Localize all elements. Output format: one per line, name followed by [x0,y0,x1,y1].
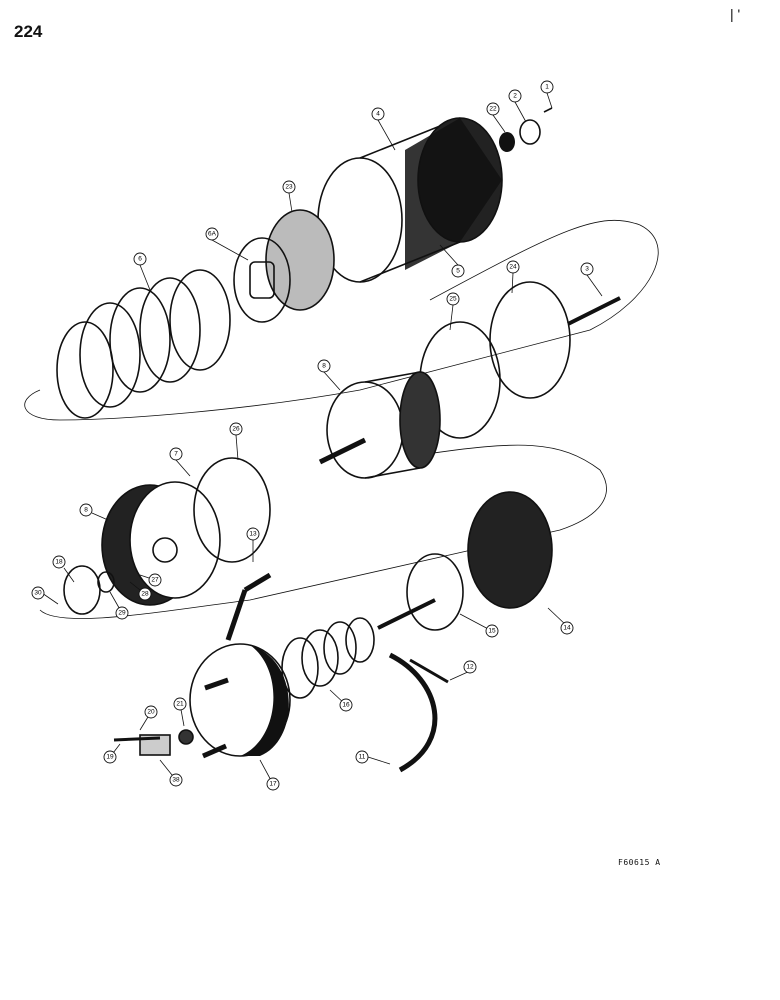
svg-text:24: 24 [509,264,517,271]
svg-text:29: 29 [118,610,126,617]
spring-16 [281,617,375,699]
svg-text:6A: 6A [208,231,217,238]
svg-text:23: 23 [285,184,293,191]
corner-mark: | ' [730,6,741,22]
leader-lines [41,92,603,785]
callout-1: 1 [540,80,554,94]
callout-17: 17 [266,777,280,791]
svg-text:17: 17 [269,781,277,788]
svg-text:21: 21 [176,701,184,708]
callout-7: 7 [169,447,183,461]
callout-8-piston: 8 [317,359,331,373]
cover-17 [189,572,291,759]
gasket-26 [193,457,271,563]
svg-text:25: 25 [449,296,457,303]
group-outline-lower [39,444,607,619]
svg-text:7: 7 [174,451,178,458]
group-outline-upper [24,219,659,421]
cap-parts [499,107,553,152]
spring-coils [56,269,231,419]
svg-text:3: 3 [585,266,589,273]
callout-4: 4 [371,107,385,121]
clevis-parts [113,729,194,756]
callout-2: 2 [508,89,522,103]
svg-text:27: 27 [151,577,159,584]
svg-text:8: 8 [84,507,88,514]
callout-14: 14 [560,621,574,635]
svg-text:13: 13 [249,531,257,538]
callout-8-housing: 8 [79,503,93,517]
disc-parts [233,209,335,323]
callout-20: 20 [144,705,158,719]
clamp-11 [388,652,438,773]
svg-text:18: 18 [55,559,63,566]
callout-21: 21 [173,697,187,711]
ring-24 [489,281,571,399]
callout-3: 3 [580,262,594,276]
svg-text:8: 8 [322,363,326,370]
callout-15: 15 [485,624,499,638]
callout-29: 29 [115,606,129,620]
svg-text:16: 16 [342,702,350,709]
svg-text:6: 6 [138,256,142,263]
callout-6A: 6A [205,227,219,241]
callout-30: 30 [31,586,45,600]
svg-text:26: 26 [232,426,240,433]
svg-text:11: 11 [359,754,366,761]
callout-16: 16 [339,698,353,712]
svg-text:28: 28 [141,591,149,598]
svg-text:4: 4 [376,111,380,118]
svg-text:30: 30 [34,590,42,597]
svg-text:38: 38 [172,777,180,784]
callout-13: 13 [246,527,260,541]
bolt-3 [567,296,621,326]
svg-text:14: 14 [563,625,571,632]
callout-26: 26 [229,422,243,436]
callout-22: 22 [486,102,500,116]
housing-part [317,117,503,283]
callout-25: 25 [446,292,460,306]
svg-text:22: 22 [489,106,497,113]
callout-23: 23 [282,180,296,194]
callout-6: 6 [133,252,147,266]
callout-24: 24 [506,260,520,274]
svg-text:1: 1 [545,84,549,91]
washer-29 [97,571,115,593]
callout-12: 12 [463,660,477,674]
lower-housing [101,481,221,606]
svg-text:12: 12 [466,664,474,671]
figure-reference: F60615 A [618,858,661,867]
svg-text:15: 15 [488,628,496,635]
callout-27: 27 [148,573,162,587]
svg-text:20: 20 [147,709,155,716]
cup-14 [467,491,553,609]
svg-text:19: 19 [106,754,114,761]
callout-38: 38 [169,773,183,787]
callout-19: 19 [103,750,117,764]
callout-11: 11 [355,750,369,764]
plate-15 [406,553,464,631]
page-number: 224 [14,22,43,41]
piston-part [318,371,441,479]
svg-text:2: 2 [513,93,517,100]
svg-text:5: 5 [456,268,460,275]
callout-5: 5 [451,264,465,278]
callout-28: 28 [138,587,152,601]
callout-18: 18 [52,555,66,569]
disc-18 [63,565,101,615]
